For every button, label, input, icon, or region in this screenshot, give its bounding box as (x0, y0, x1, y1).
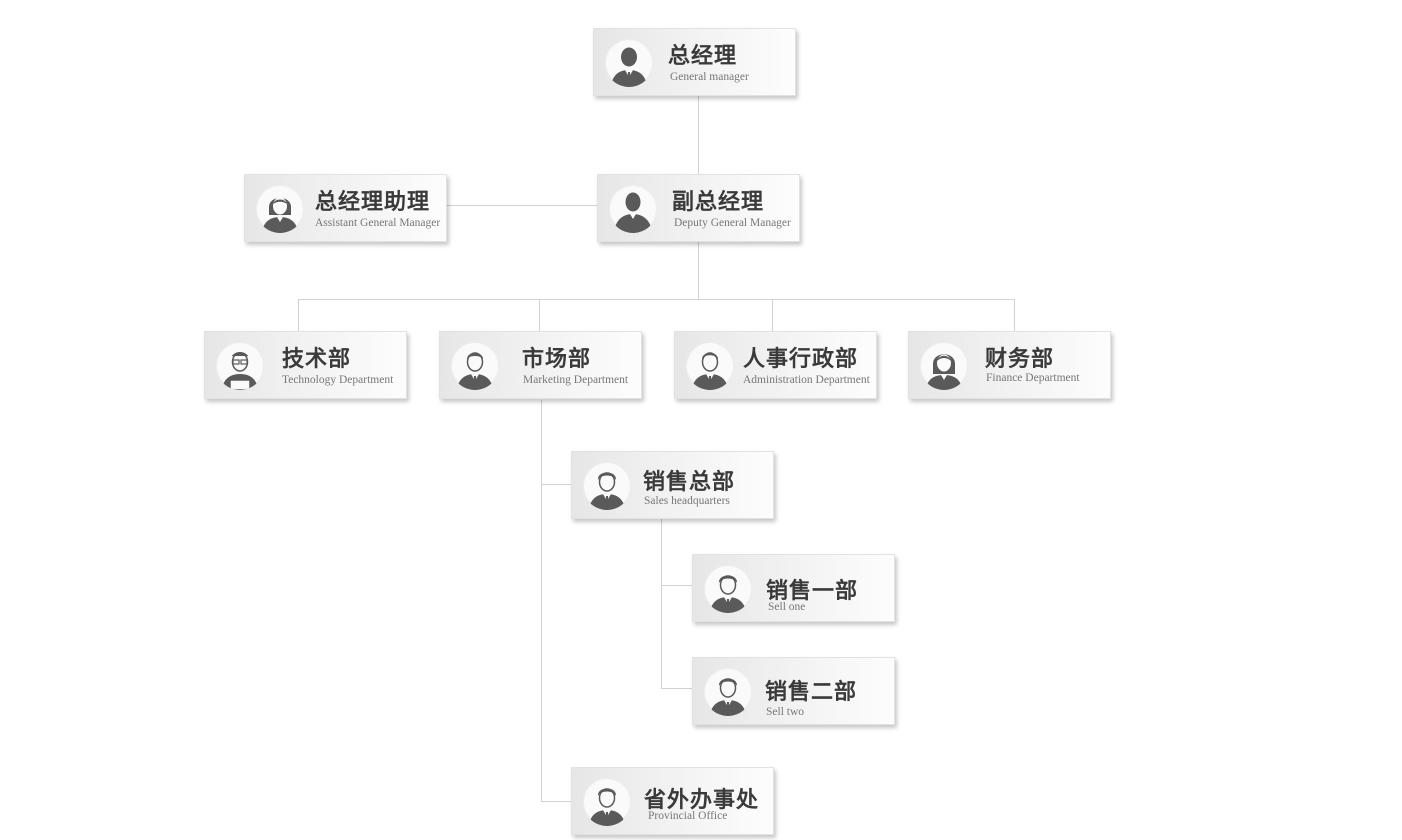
node-assistant-general-manager[interactable]: 总经理助理 Assistant General Manager (244, 174, 447, 242)
connector-gm-deputy (698, 96, 699, 174)
node-provincial-office[interactable]: 省外办事处 Provincial Office (571, 767, 774, 835)
node-sell-two[interactable]: 销售二部 Sell two (692, 657, 895, 725)
node-title: 技术部 (282, 347, 352, 372)
node-title: 销售一部 (766, 579, 859, 604)
connector-assistant-deputy (447, 205, 597, 206)
node-subtitle: Technology Department (282, 374, 394, 386)
node-technology-department[interactable]: 技术部 Technology Department (204, 331, 407, 399)
male-engineer-icon (216, 342, 264, 390)
node-title: 销售二部 (765, 680, 858, 705)
connector-to-admin (772, 299, 773, 331)
male-sales-icon (704, 565, 752, 613)
male-sales-icon (583, 462, 631, 510)
node-subtitle: Finance Department (986, 372, 1080, 384)
connector-to-sell-one (661, 585, 692, 586)
male-executive-icon (609, 185, 657, 233)
node-subtitle: Provincial Office (648, 810, 728, 822)
node-finance-department[interactable]: 财务部 Finance Department (908, 331, 1111, 399)
node-title: 省外办事处 (644, 788, 760, 813)
connector-to-sales-hq (541, 484, 571, 485)
node-subtitle: Sell two (766, 706, 805, 718)
node-title: 市场部 (522, 347, 592, 372)
connector-sales-hq-trunk (661, 519, 662, 689)
node-subtitle: Assistant General Manager (315, 217, 441, 229)
male-staff-icon (686, 342, 734, 390)
node-title: 销售总部 (643, 470, 736, 495)
node-title: 财务部 (985, 347, 1055, 372)
node-title: 总经理 (668, 44, 738, 69)
female-staff-icon (920, 342, 968, 390)
node-marketing-department[interactable]: 市场部 Marketing Department (439, 331, 642, 399)
male-sales-icon (583, 778, 631, 826)
node-deputy-general-manager[interactable]: 副总经理 Deputy General Manager (597, 174, 800, 242)
node-title: 人事行政部 (743, 347, 859, 372)
node-subtitle: General manager (670, 71, 749, 83)
node-subtitle: Deputy General Manager (674, 217, 791, 229)
connector-to-provincial (541, 801, 571, 802)
male-manager-icon (605, 39, 653, 87)
node-subtitle: Marketing Department (523, 374, 629, 386)
node-general-manager[interactable]: 总经理 General manager (593, 28, 796, 96)
female-assistant-icon (256, 185, 304, 233)
node-sales-headquarters[interactable]: 销售总部 Sales headquarters (571, 451, 774, 519)
node-subtitle: Sales headquarters (644, 495, 730, 507)
node-sell-one[interactable]: 销售一部 Sell one (692, 554, 895, 622)
connector-deputy-departments (698, 242, 699, 299)
connector-department-bus (298, 299, 1015, 300)
connector-to-finance (1014, 299, 1015, 331)
node-administration-department[interactable]: 人事行政部 Administration Department (674, 331, 877, 399)
connector-to-marketing (539, 299, 540, 331)
connector-to-tech (298, 299, 299, 331)
node-subtitle: Administration Department (743, 374, 870, 386)
connector-marketing-trunk (541, 400, 542, 802)
node-title: 副总经理 (672, 190, 765, 215)
male-sales-icon (704, 668, 752, 716)
connector-to-sell-two (661, 688, 692, 689)
male-staff-icon (451, 342, 499, 390)
node-subtitle: Sell one (768, 601, 806, 613)
node-title: 总经理助理 (315, 190, 431, 215)
